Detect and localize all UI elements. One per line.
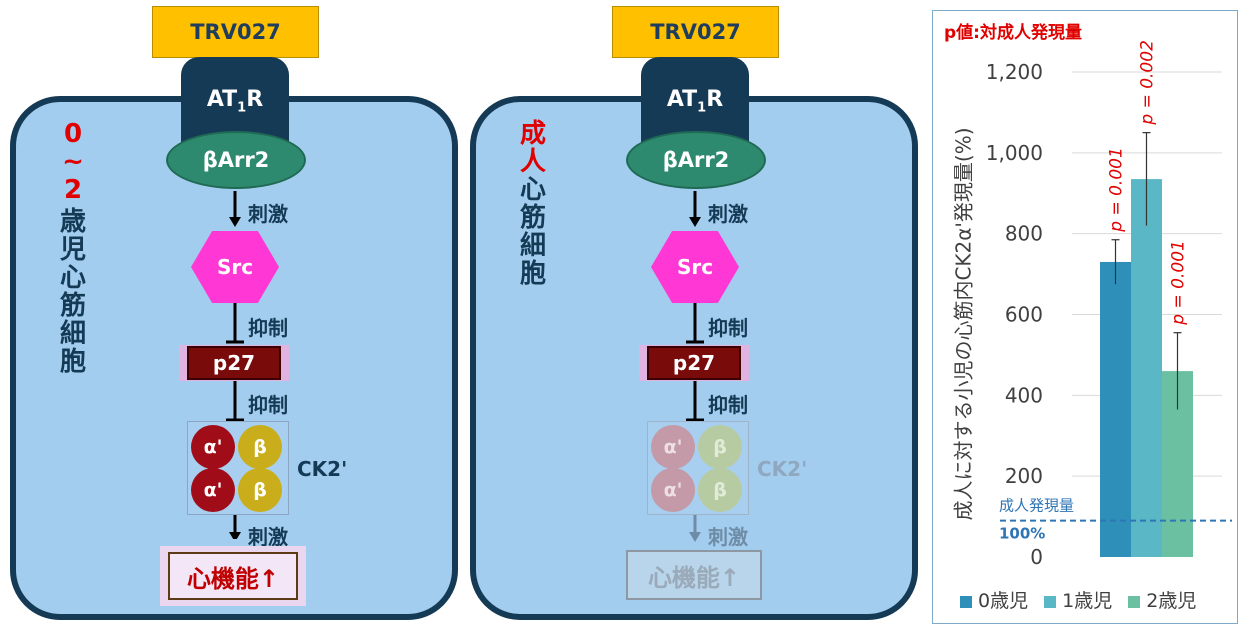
legend-swatch: [1044, 595, 1057, 608]
bar-chart: 0 200 400 600 800 1,000 1,200 p = 0.001 p = 0.00…: [986, 40, 1232, 569]
ck2-beta-subunit: β: [238, 425, 282, 469]
reference-value-label: 100%: [999, 525, 1045, 543]
label-stimulate: 刺激: [708, 202, 748, 226]
beta-arrestin2: βArr2: [626, 131, 766, 189]
chart-legend: 0歳児 1歳児 2歳児: [960, 586, 1196, 613]
result-heart-function: 心機能↑: [626, 550, 762, 600]
p-value-label: p = 0.001: [1107, 147, 1127, 233]
drug-box: TRV027: [612, 6, 779, 58]
legend-swatch: [960, 595, 972, 608]
bar-1: [1131, 179, 1162, 557]
legend-item: 2歳児: [1128, 590, 1196, 612]
ck2-alpha-subunit: α': [191, 425, 235, 469]
label-inhibit: 抑制: [708, 393, 748, 417]
chart-title: p値:対成人発現量: [944, 23, 1082, 43]
signal-arrows: [226, 191, 244, 539]
p27-box: p27: [187, 346, 281, 380]
y-tick-label: 200: [1005, 464, 1043, 488]
src-kinase: Src: [191, 231, 279, 303]
label-stimulate: 刺激: [248, 202, 288, 226]
bar-0: [1100, 261, 1131, 557]
result-highlight: 心機能↑: [160, 546, 306, 606]
ck2-beta-subunit: β: [698, 468, 742, 512]
label-inhibit: 抑制: [248, 316, 288, 340]
y-tick-label: 0: [1030, 545, 1043, 569]
y-tick-label: 800: [1005, 222, 1043, 246]
ck2-complex: α' β α' β: [187, 421, 289, 515]
cell-label-age: 成人: [519, 119, 546, 177]
ck2-label: CK2': [757, 457, 808, 481]
p27-box: p27: [647, 346, 741, 380]
beta-arrestin2: βArr2: [166, 131, 306, 189]
label-stimulate: 刺激: [248, 525, 288, 549]
drug-box: TRV027: [152, 6, 319, 58]
label-stimulate: 刺激: [708, 525, 748, 549]
ck2-alpha-subunit: α': [651, 425, 695, 469]
legend-item: 0歳児: [960, 590, 1034, 612]
label-inhibit: 抑制: [248, 393, 288, 417]
p-value-label: p = 0.001: [1169, 240, 1189, 326]
ck2-label: CK2': [297, 457, 348, 481]
reference-label: 成人発現量: [999, 497, 1074, 515]
y-tick-label: 1,000: [986, 141, 1043, 165]
ck2-complex-faded: α' β α' β: [647, 421, 749, 515]
ck2-alpha-subunit: α': [191, 468, 235, 512]
cell-label-type: 心筋細胞: [519, 175, 546, 289]
ck2-beta-subunit: β: [698, 425, 742, 469]
legend-swatch: [1128, 595, 1141, 608]
ck2-alpha-subunit: α': [651, 468, 695, 512]
src-kinase: Src: [651, 231, 739, 303]
cell-label-type: 歳児心筋細胞: [59, 207, 86, 377]
result-wrapper: 心機能↑: [626, 550, 762, 602]
label-inhibit: 抑制: [708, 316, 748, 340]
p-value-label: p = 0.002: [1138, 40, 1158, 126]
ck2-beta-subunit: β: [238, 468, 282, 512]
cell-label-age: 0~2: [62, 119, 84, 205]
signal-arrows: [686, 191, 704, 542]
y-tick-label: 1,200: [986, 60, 1043, 84]
receptor-label: AT1R: [666, 87, 724, 116]
p27-highlight: p27: [639, 345, 749, 381]
legend-item: 1歳児: [1044, 590, 1118, 612]
p27-highlight: p27: [179, 345, 289, 381]
result-heart-function: 心機能↑: [168, 552, 298, 600]
y-tick-label: 400: [1005, 383, 1043, 407]
receptor-label: AT1R: [206, 87, 264, 116]
y-tick-label: 600: [1005, 303, 1043, 327]
